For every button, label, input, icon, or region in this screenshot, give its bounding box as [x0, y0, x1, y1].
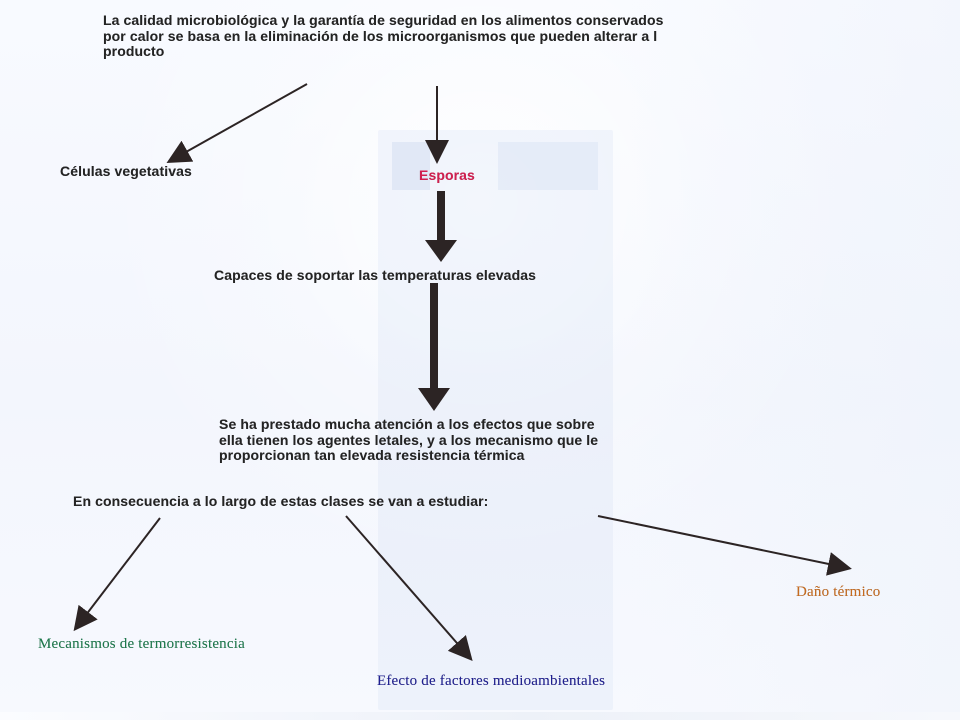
arrow-to-cells	[166, 83, 308, 163]
cells-label: Células vegetativas	[60, 163, 192, 179]
consequence-text: En consecuencia a lo largo de estas clas…	[73, 493, 489, 509]
arrow-to-thermal-damage	[597, 515, 852, 576]
background-shade	[630, 0, 960, 720]
capable-label: Capaces de soportar las temperaturas ele…	[214, 267, 536, 283]
arrow-to-environment	[345, 515, 473, 662]
bottom-bar	[0, 712, 960, 720]
thermal-damage-label: Daño térmico	[796, 584, 881, 600]
spores-label: Esporas	[419, 167, 475, 183]
thick-arrow-2	[418, 283, 450, 411]
arrow-to-mechanisms	[73, 517, 161, 632]
background-panel	[378, 130, 613, 710]
environment-label: Efecto de factores medioambientales	[377, 673, 606, 689]
thick-arrow-1	[425, 191, 457, 262]
attention-text: Se ha prestado mucha atención a los efec…	[219, 416, 599, 463]
mechanisms-label: Mecanismos de termorresistencia	[38, 636, 245, 652]
intro-text: La calidad microbiológica y la garantía …	[103, 12, 664, 59]
